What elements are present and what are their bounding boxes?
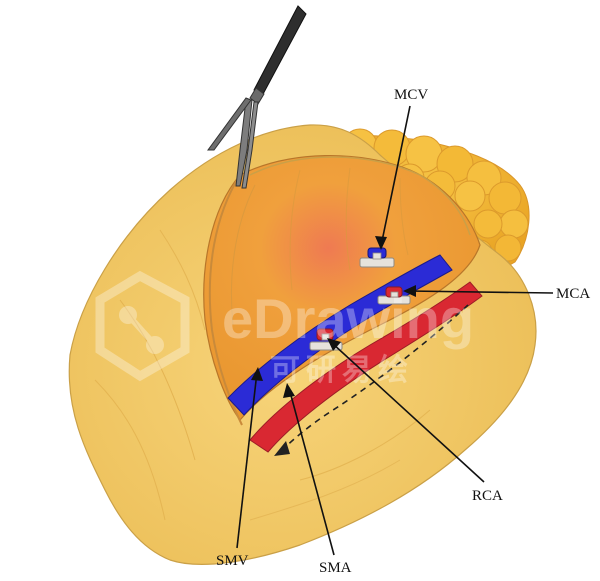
label-smv: SMV <box>216 553 249 569</box>
watermark-subtitle: 可研易绘 <box>270 353 414 387</box>
label-mcv: MCV <box>394 87 428 103</box>
label-rca: RCA <box>472 488 503 504</box>
mca-clip <box>377 286 411 305</box>
label-mca: MCA <box>556 286 590 302</box>
watermark-brand: eDrawing <box>222 287 474 350</box>
labels: MCV MCA RCA SMV SMA <box>216 87 590 576</box>
label-sma: SMA <box>319 560 352 576</box>
laparoscopic-grasper-icon <box>207 5 307 189</box>
mcv-clip <box>359 247 395 268</box>
edrawing-watermark: eDrawing 可研易绘 <box>95 270 474 387</box>
edrawing-logo-icon <box>95 270 190 382</box>
leader-lines <box>236 105 554 556</box>
dissection-direction-arrow <box>274 304 469 456</box>
sma-vessel <box>249 281 483 453</box>
